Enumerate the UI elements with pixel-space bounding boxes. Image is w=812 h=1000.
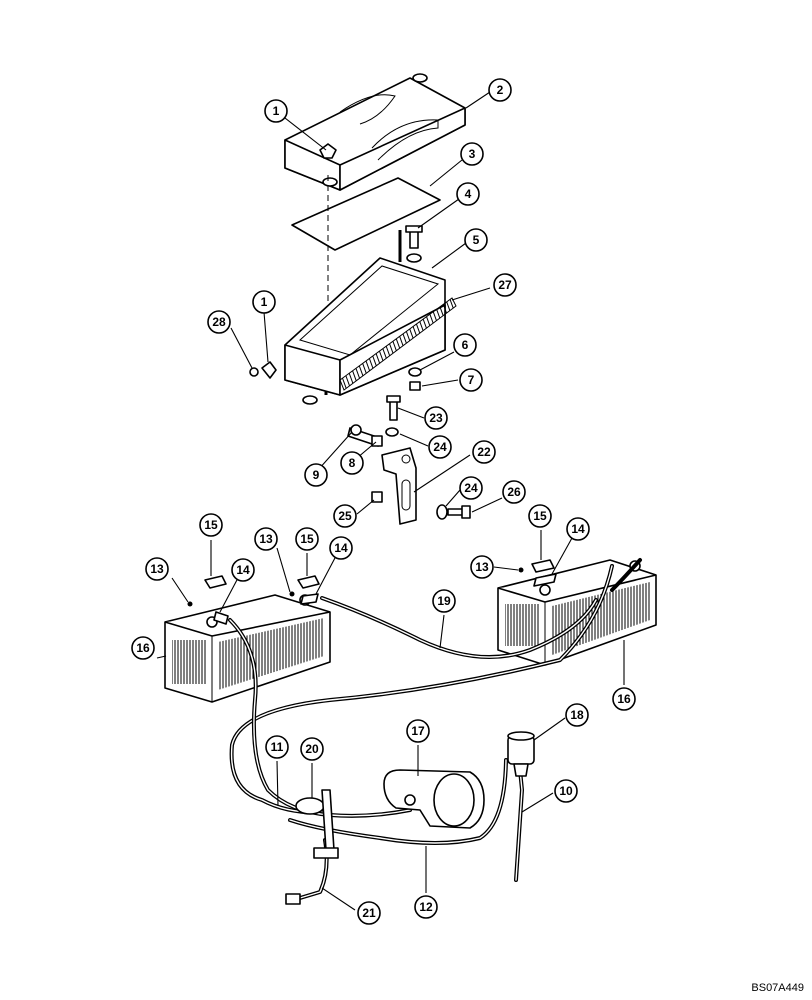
callout-23: 23 [424, 406, 448, 430]
callout-11: 11 [265, 735, 289, 759]
callout-14-right: 14 [566, 517, 590, 541]
svg-text:7: 7 [468, 373, 475, 387]
svg-text:16: 16 [136, 641, 150, 655]
svg-text:14: 14 [334, 541, 348, 555]
callout-5: 5 [464, 228, 488, 252]
callout-16-right: 16 [612, 687, 636, 711]
callout-14-middle: 14 [329, 536, 353, 560]
svg-text:10: 10 [559, 784, 573, 798]
svg-text:11: 11 [271, 740, 284, 754]
battery-tray [284, 257, 457, 405]
svg-text:12: 12 [419, 900, 433, 914]
callout-8: 8 [340, 451, 364, 475]
svg-text:25: 25 [338, 509, 352, 523]
callout-1-top: 1 [264, 99, 288, 123]
bolt-4 [398, 225, 423, 263]
fasteners-24-25-26 [371, 491, 471, 520]
pressure-switch [507, 731, 535, 777]
callout-1-side: 1 [252, 290, 276, 314]
svg-text:16: 16 [617, 692, 631, 706]
svg-text:1: 1 [261, 295, 268, 309]
callout-7: 7 [459, 368, 483, 392]
svg-text:24: 24 [433, 440, 447, 454]
callout-20: 20 [300, 737, 324, 761]
callouts: 1 2 3 4 5 27 28 1 6 7 23 24 9 8 22 25 24… [131, 78, 636, 925]
cable-clamp [295, 789, 339, 859]
callout-4: 4 [456, 182, 480, 206]
callout-25: 25 [333, 504, 357, 528]
callout-22: 22 [472, 440, 496, 464]
svg-text:22: 22 [477, 445, 491, 459]
svg-text:9: 9 [313, 468, 320, 482]
svg-text:13: 13 [475, 560, 489, 574]
callout-17: 17 [406, 719, 430, 743]
battery-right [497, 559, 657, 666]
svg-text:21: 21 [362, 906, 376, 920]
svg-text:3: 3 [469, 147, 476, 161]
callout-12: 12 [414, 895, 438, 919]
battery-box-cover [284, 73, 466, 191]
svg-text:15: 15 [300, 532, 314, 546]
battery-mat [291, 177, 441, 251]
svg-text:4: 4 [465, 187, 472, 201]
leader-lines [156, 91, 625, 911]
svg-text:6: 6 [462, 338, 469, 352]
svg-text:19: 19 [437, 594, 451, 608]
svg-text:27: 27 [498, 278, 512, 292]
callout-19: 19 [432, 589, 456, 613]
mounting-bracket [381, 447, 417, 525]
figure-reference-code: BS07A449 [751, 982, 804, 994]
terminal-caps [187, 559, 557, 625]
callout-15-right: 15 [528, 504, 552, 528]
svg-text:15: 15 [204, 518, 218, 532]
fasteners-8-9-23-24 [347, 395, 401, 447]
svg-text:2: 2 [497, 83, 504, 97]
svg-text:15: 15 [533, 509, 547, 523]
callout-27: 27 [493, 273, 517, 297]
callout-15-left: 15 [199, 513, 223, 537]
svg-text:28: 28 [212, 315, 226, 329]
callout-13-middle: 13 [254, 527, 278, 551]
svg-text:23: 23 [429, 411, 443, 425]
callout-18: 18 [565, 703, 589, 727]
callout-13-right: 13 [470, 555, 494, 579]
svg-text:17: 17 [411, 724, 425, 738]
svg-text:20: 20 [305, 742, 319, 756]
callout-24-upper: 24 [428, 435, 452, 459]
callout-28: 28 [207, 310, 231, 334]
callout-15-middle: 15 [295, 527, 319, 551]
svg-text:13: 13 [150, 562, 164, 576]
wing-nut-side [249, 361, 277, 379]
callout-9: 9 [304, 463, 328, 487]
wing-nut-top [319, 143, 337, 159]
nuts-6-7 [408, 367, 422, 391]
callout-2: 2 [488, 78, 512, 102]
svg-text:1: 1 [273, 104, 280, 118]
svg-text:14: 14 [236, 563, 250, 577]
callout-26: 26 [502, 480, 526, 504]
callout-14-left: 14 [231, 558, 255, 582]
svg-text:24: 24 [464, 481, 478, 495]
callout-16-left: 16 [131, 636, 155, 660]
callout-13-left: 13 [145, 557, 169, 581]
svg-text:18: 18 [570, 708, 584, 722]
callout-6: 6 [453, 333, 477, 357]
callout-3: 3 [460, 142, 484, 166]
svg-text:26: 26 [507, 485, 521, 499]
callout-10: 10 [554, 779, 578, 803]
svg-text:5: 5 [473, 233, 480, 247]
callout-24-lower: 24 [459, 476, 483, 500]
svg-text:14: 14 [571, 522, 585, 536]
svg-text:13: 13 [259, 532, 273, 546]
starter-solenoid [383, 769, 485, 829]
svg-text:8: 8 [349, 456, 356, 470]
callout-21: 21 [357, 901, 381, 925]
